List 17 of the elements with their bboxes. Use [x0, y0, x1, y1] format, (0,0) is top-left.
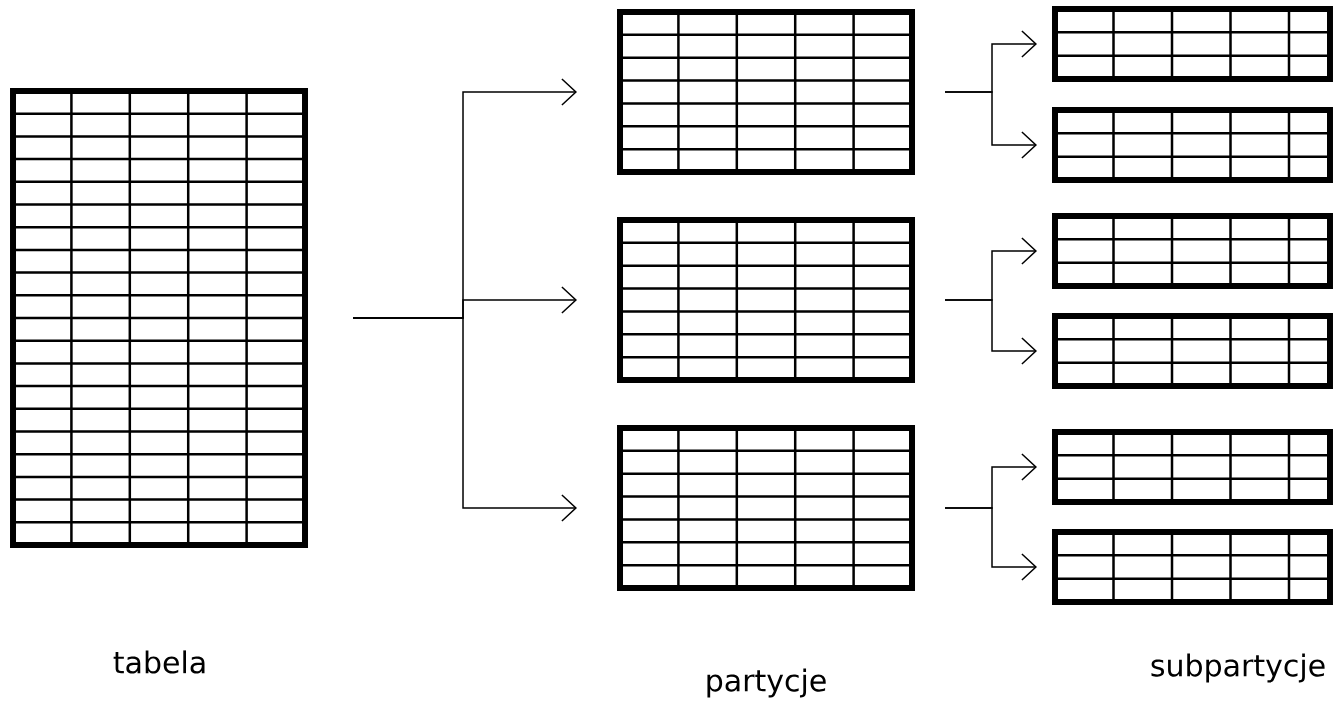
arrow	[944, 91, 1037, 159]
arrow	[944, 299, 1037, 365]
table-grid	[617, 9, 915, 175]
table-grid	[1052, 107, 1333, 183]
arrow	[944, 507, 1037, 581]
table-grid	[1052, 529, 1333, 605]
table-grid	[1052, 313, 1333, 389]
caption-label: subpartycje	[1151, 653, 1325, 683]
table-grid	[617, 217, 915, 383]
table-grid	[1052, 6, 1333, 82]
table-grid	[10, 88, 308, 548]
arrow	[352, 317, 577, 522]
caption-label: tabela	[113, 650, 205, 674]
table-grid	[617, 425, 915, 591]
table-grid	[1052, 429, 1333, 505]
caption-label: partycje	[707, 668, 826, 698]
table-grid	[1052, 213, 1333, 289]
